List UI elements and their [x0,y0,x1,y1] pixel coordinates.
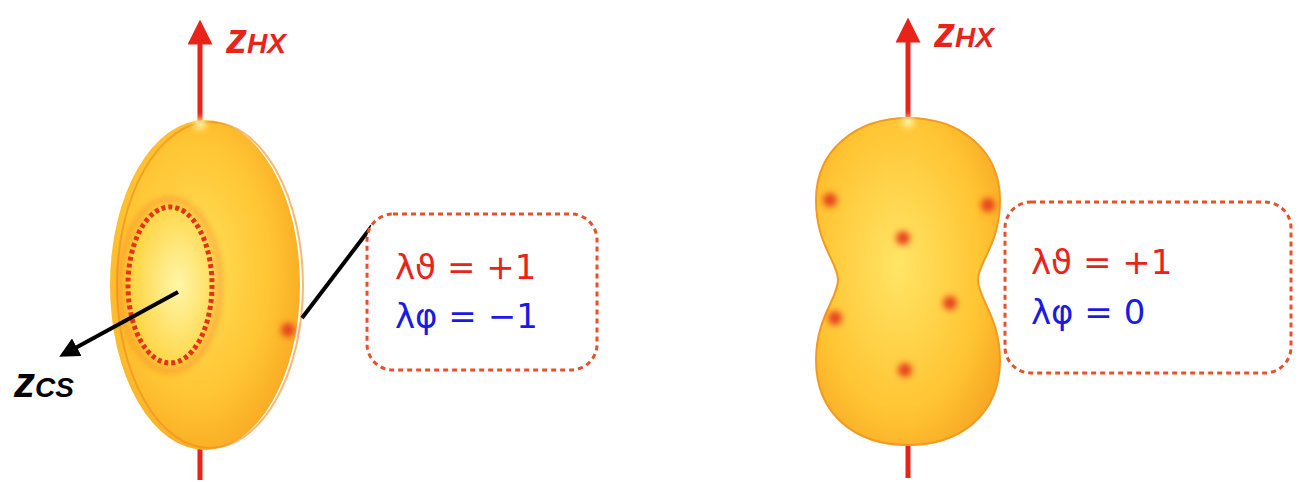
parameter-value: λϑ = +1 [395,243,536,292]
parameter-value: λφ = 0 [1031,288,1145,337]
torus-shape [110,118,303,450]
value-box: λϑ = +1λφ = 0 [1003,200,1293,375]
parameter-value: λϑ = +1 [1031,238,1172,287]
peanut-shape [816,116,1000,445]
dashed-frame [365,212,599,372]
dashed-frame [1003,200,1293,375]
axis-label: zCS [14,362,74,404]
axis-arrow [68,292,178,352]
leader-line [302,226,372,318]
axis-label: zHX [226,18,286,60]
value-box: λϑ = +1λφ = −1 [365,212,599,372]
parameter-value: λφ = −1 [395,292,538,341]
axis-label: zHX [934,12,994,54]
